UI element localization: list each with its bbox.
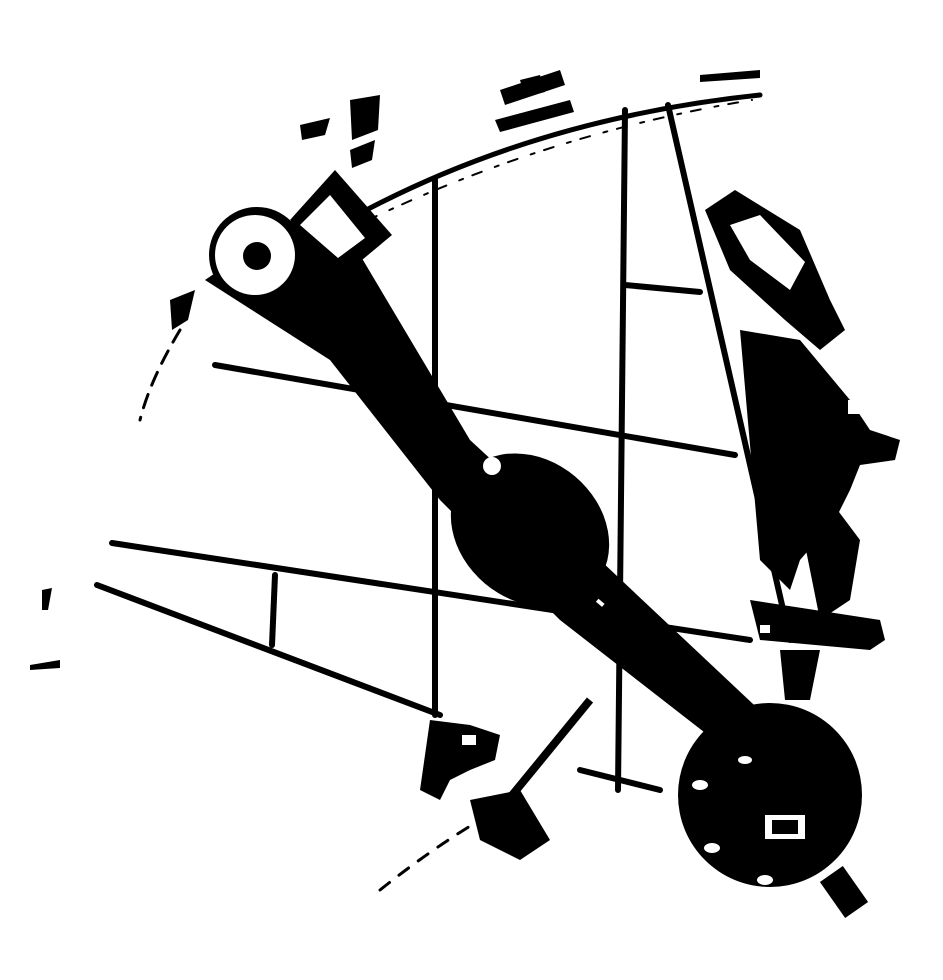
micrometer-drum [678, 703, 869, 919]
adjustment-knobs [420, 697, 594, 860]
arc-scale-marks [30, 70, 760, 670]
arm-screw [483, 457, 501, 475]
index-mirror-mount [209, 170, 392, 303]
telescope-mount [705, 190, 900, 700]
arm-slot [595, 598, 605, 607]
index-arm [205, 215, 770, 760]
